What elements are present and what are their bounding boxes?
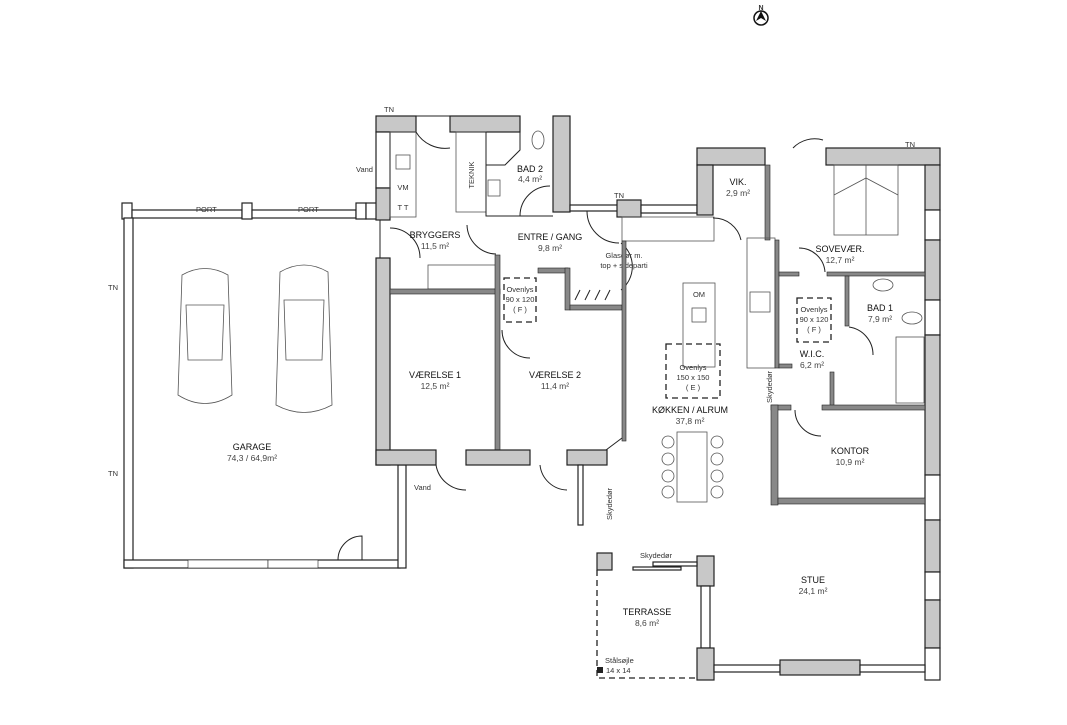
room-area-wic: 6,2 m² bbox=[800, 360, 824, 370]
skydedoer-label: Skydedør bbox=[640, 551, 673, 560]
staalsoejle-size: 14 x 14 bbox=[606, 666, 631, 675]
skylight-code: ( F ) bbox=[807, 325, 821, 334]
skylight-size: 90 x 120 bbox=[800, 315, 829, 324]
bryggers-block: VM T T Vand TN TEKNIK BAD 2 4,4 m² BRYGG… bbox=[356, 105, 571, 466]
room-name-wic: W.I.C. bbox=[800, 349, 825, 359]
room-name-terrasse: TERRASSE bbox=[623, 607, 672, 617]
tn-label: TN bbox=[614, 191, 624, 200]
skylight-label: Ovenlys bbox=[800, 305, 827, 314]
skylight-code: ( E ) bbox=[686, 383, 701, 392]
skylight-size: 150 x 150 bbox=[677, 373, 710, 382]
room-area-bad1: 7,9 m² bbox=[868, 314, 892, 324]
tt-label: T T bbox=[398, 203, 409, 212]
skylight-label: Ovenlys bbox=[506, 285, 533, 294]
skylight: Ovenlys 90 x 120 ( F ) bbox=[503, 277, 537, 323]
room-area-entre: 9,8 m² bbox=[538, 243, 562, 253]
car-icon bbox=[177, 268, 233, 404]
skydedoer-label: Skydedør bbox=[765, 370, 774, 403]
vm-label: VM bbox=[397, 183, 408, 192]
skylight: Ovenlys 90 x 120 ( F ) bbox=[796, 297, 832, 343]
room-name-garage: GARAGE bbox=[233, 442, 272, 452]
room-name-bad2: BAD 2 bbox=[517, 164, 543, 174]
port-label: PORT bbox=[196, 205, 217, 214]
room-area-koekken: 37,8 m² bbox=[676, 416, 705, 426]
koekken: OM Ovenlys 150 x 150 ( E ) KØKKEN / ALRU… bbox=[577, 282, 728, 526]
skydedoer-label: Skydedør bbox=[605, 487, 614, 520]
vaerelser: Vand VÆRELSE 1 12,5 m² VÆRELSE 2 11,4 m² bbox=[375, 370, 623, 492]
om-label: OM bbox=[693, 290, 705, 299]
double-bed-icon bbox=[833, 164, 899, 236]
teknik-label: TEKNIK bbox=[467, 161, 476, 188]
bedroom-wing: VIK. 2,9 m² TN SOVEVÆR. 12,7 m² BA bbox=[696, 138, 941, 681]
skylight-label: Ovenlys bbox=[679, 363, 706, 372]
vand-label: Vand bbox=[414, 483, 431, 492]
room-area-vaerelse1: 12,5 m² bbox=[421, 381, 450, 391]
skylight: Ovenlys 150 x 150 ( E ) bbox=[665, 343, 721, 399]
room-name-koekken: KØKKEN / ALRUM bbox=[652, 405, 728, 415]
room-name-vik: VIK. bbox=[729, 177, 746, 187]
tn-label: TN bbox=[384, 105, 394, 114]
skylight-code: ( F ) bbox=[513, 305, 527, 314]
room-name-kontor: KONTOR bbox=[831, 446, 870, 456]
stue-terrasse: Skydedør STUE 24,1 m² TERRASSE 8,6 m² St… bbox=[596, 551, 926, 681]
room-area-terrasse: 8,6 m² bbox=[635, 618, 659, 628]
room-area-bad2: 4,4 m² bbox=[518, 174, 542, 184]
north-compass-icon: N bbox=[753, 5, 769, 26]
tn-label: TN bbox=[108, 283, 118, 292]
garage: PORT PORT TN TN GARAGE 74,3 / 64,9m² bbox=[108, 202, 407, 569]
room-area-kontor: 10,9 m² bbox=[836, 457, 865, 467]
room-area-vik: 2,9 m² bbox=[726, 188, 750, 198]
staalsoejle-label: Stålsøjle bbox=[605, 656, 634, 665]
room-area-garage: 74,3 / 64,9m² bbox=[227, 453, 277, 463]
room-name-stue: STUE bbox=[801, 575, 825, 585]
room-area-stue: 24,1 m² bbox=[799, 586, 828, 596]
dining-table-icon bbox=[661, 431, 724, 503]
room-area-sovevaer: 12,7 m² bbox=[826, 255, 855, 265]
room-name-sovevaer: SOVEVÆR. bbox=[815, 244, 864, 254]
room-name-entre: ENTRE / GANG bbox=[518, 232, 583, 242]
compass-label: N bbox=[758, 5, 763, 12]
room-name-bad1: BAD 1 bbox=[867, 303, 893, 313]
room-name-vaerelse2: VÆRELSE 2 bbox=[529, 370, 581, 380]
tn-label: TN bbox=[108, 469, 118, 478]
room-area-bryggers: 11,5 m² bbox=[421, 241, 449, 251]
entre: TN ENTRE / GANG 9,8 m² Glasdør m. top + … bbox=[494, 191, 715, 451]
room-name-vaerelse1: VÆRELSE 1 bbox=[409, 370, 461, 380]
skylight-size: 90 x 120 bbox=[506, 295, 535, 304]
tn-label: TN bbox=[905, 140, 915, 149]
car-icon bbox=[275, 264, 333, 413]
room-area-vaerelse2: 11,4 m² bbox=[541, 381, 569, 391]
kontor: KONTOR 10,9 m² bbox=[770, 404, 926, 506]
port-label: PORT bbox=[298, 205, 319, 214]
vand-label: Vand bbox=[356, 165, 373, 174]
room-name-bryggers: BRYGGERS bbox=[410, 230, 461, 240]
